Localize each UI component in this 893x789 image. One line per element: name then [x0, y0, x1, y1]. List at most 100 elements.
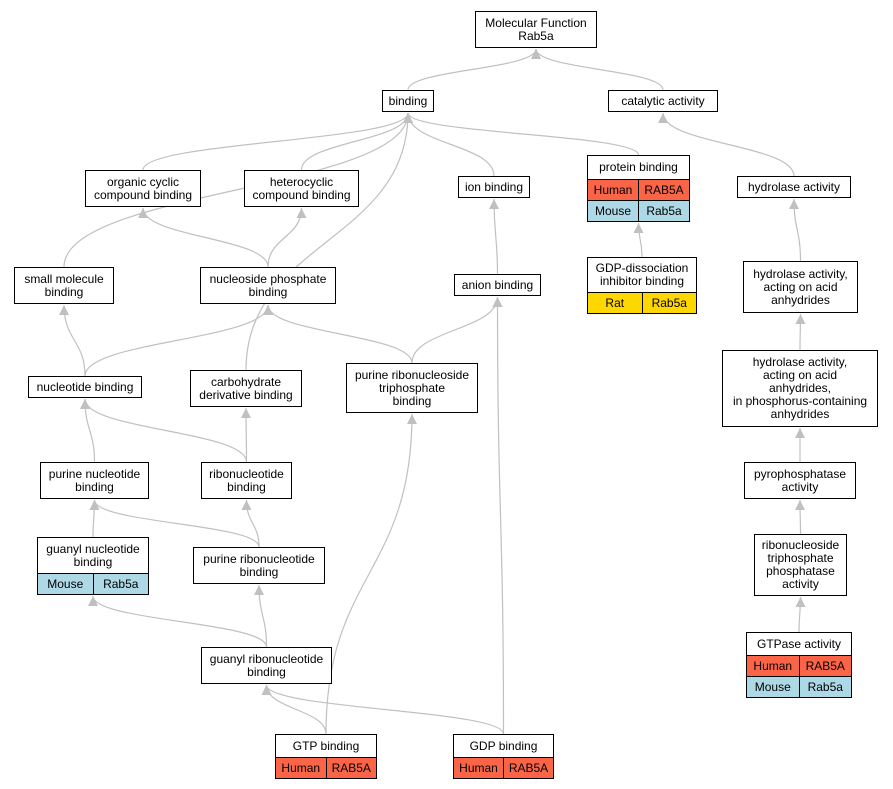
node-hydrolase[interactable]: hydrolase activity	[737, 176, 851, 198]
edge-pnb-to-nucbind	[80, 398, 96, 463]
node-label: nucleoside phosphate binding	[209, 271, 327, 299]
species-cell: Human	[454, 758, 503, 778]
node-label: GTP binding	[292, 738, 360, 753]
species-cell: Human	[276, 758, 326, 778]
edge-grnb-to-gnb	[88, 595, 268, 648]
node-label: GDP-dissociation inhibitor binding	[595, 261, 689, 288]
node-rtpase[interactable]: ribonucleoside triphosphate phosphatase …	[754, 534, 847, 596]
node-mf[interactable]: Molecular Function Rab5a	[475, 11, 597, 48]
node-ion[interactable]: ion binding	[458, 176, 530, 198]
edge-nucbind-to-npb	[84, 304, 273, 377]
node-ribonuc[interactable]: ribonucleotide binding	[201, 462, 292, 499]
node-label: ribonucleotide binding	[209, 466, 284, 494]
node-label: ion binding	[464, 179, 524, 194]
node-carb[interactable]: carbohydrate derivative binding	[190, 370, 302, 407]
node-catalytic[interactable]: catalytic activity	[608, 90, 718, 112]
edge-catalytic-to-mf	[531, 48, 664, 91]
node-grnb[interactable]: guanyl ribonucleotide binding	[201, 647, 332, 684]
gene-cell: RAB5A	[503, 758, 553, 778]
node-label: binding	[388, 93, 428, 108]
node-smb[interactable]: small molecule binding	[14, 267, 114, 304]
edge-nucbind-to-smb	[59, 304, 86, 377]
edge-hydrolase-to-catalytic	[658, 112, 795, 177]
node-label: purine ribonucleoside triphosphate bindi…	[354, 367, 470, 408]
gene-cell: RAB5A	[638, 180, 689, 200]
node-label: GTPase activity	[756, 636, 842, 651]
node-label: purine nucleotide binding	[48, 466, 141, 494]
node-hydacid[interactable]: hydrolase activity, acting on acid anhyd…	[743, 261, 858, 313]
edge-prnb-to-ribonuc	[241, 499, 260, 548]
edge-ion-to-binding	[403, 112, 495, 177]
node-nucbind[interactable]: nucleotide binding	[28, 376, 142, 398]
edge-gdp-to-anion	[492, 296, 505, 735]
edge-hcb-to-binding	[300, 112, 413, 171]
edge-grnb-to-prnb	[254, 584, 268, 648]
node-label: GDP binding	[469, 738, 538, 753]
edge-hydphos-to-hydacid	[795, 313, 806, 351]
node-label: Molecular Function Rab5a	[485, 15, 587, 43]
edge-smb-to-binding	[63, 112, 413, 268]
node-prtb[interactable]: purine ribonucleoside triphosphate bindi…	[346, 363, 478, 413]
edge-ribonuc-to-carb	[241, 407, 252, 463]
node-label: guanyl nucleotide binding	[46, 541, 140, 569]
node-binding[interactable]: binding	[382, 90, 434, 112]
node-pnb[interactable]: purine nucleotide binding	[40, 462, 149, 499]
species-cell: Mouse	[588, 201, 638, 221]
edge-prtb-to-npb	[263, 304, 413, 364]
edge-ribonuc-to-nucbind	[80, 398, 248, 463]
edge-prnb-to-pnb	[89, 499, 260, 548]
edge-anion-to-ion	[489, 198, 500, 275]
species-cell: Mouse	[38, 574, 93, 594]
node-label: guanyl ribonucleotide binding	[209, 651, 324, 679]
node-anion[interactable]: anion binding	[454, 274, 541, 296]
node-pyro[interactable]: pyrophosphatase activity	[744, 462, 856, 499]
node-label: hydrolase activity, acting on acid anhyd…	[753, 266, 848, 307]
edge-carb-to-binding	[245, 112, 413, 371]
edge-gtpase-to-rtpase	[795, 596, 806, 633]
edge-gnb-to-pnb	[89, 499, 100, 538]
node-label: pyrophosphatase activity	[753, 466, 847, 494]
node-label: catalytic activity	[621, 93, 705, 108]
gene-cell: Rab5a	[641, 293, 696, 313]
edge-binding-to-mf	[407, 48, 541, 91]
node-label: purine ribonucleotide binding	[203, 551, 315, 579]
node-label: ribonucleoside triphosphate phosphatase …	[761, 538, 840, 591]
gene-cell: RAB5A	[798, 656, 851, 676]
node-hydphos[interactable]: hydrolase activity, acting on acid anhyd…	[722, 350, 878, 427]
gene-cell: Rab5a	[92, 574, 148, 594]
node-label: heterocyclic compound binding	[252, 174, 351, 202]
gene-cell: Rab5a	[798, 677, 851, 697]
edge-hydacid-to-hydrolase	[789, 198, 802, 262]
species-cell: Mouse	[747, 677, 799, 697]
node-npb[interactable]: nucleoside phosphate binding	[200, 267, 336, 304]
node-label: hydrolase activity	[747, 179, 841, 194]
species-cell: Human	[588, 180, 638, 200]
species-cell: Rat	[588, 293, 642, 313]
node-label: carbohydrate derivative binding	[199, 374, 293, 402]
node-prnb[interactable]: purine ribonucleotide binding	[193, 547, 325, 584]
node-hcb[interactable]: heterocyclic compound binding	[244, 170, 359, 207]
node-label: hydrolase activity, acting on acid anhyd…	[732, 355, 868, 421]
edge-gtp-to-prtb	[325, 413, 417, 735]
edge-prtb-to-anion	[411, 296, 503, 364]
edge-ocb-to-binding	[142, 112, 413, 171]
node-label: anion binding	[461, 277, 534, 292]
node-label: small molecule binding	[24, 271, 104, 299]
node-ocb[interactable]: organic cyclic compound binding	[85, 170, 201, 207]
node-label: protein binding	[599, 160, 678, 174]
edge-rtpase-to-pyro	[795, 499, 806, 535]
